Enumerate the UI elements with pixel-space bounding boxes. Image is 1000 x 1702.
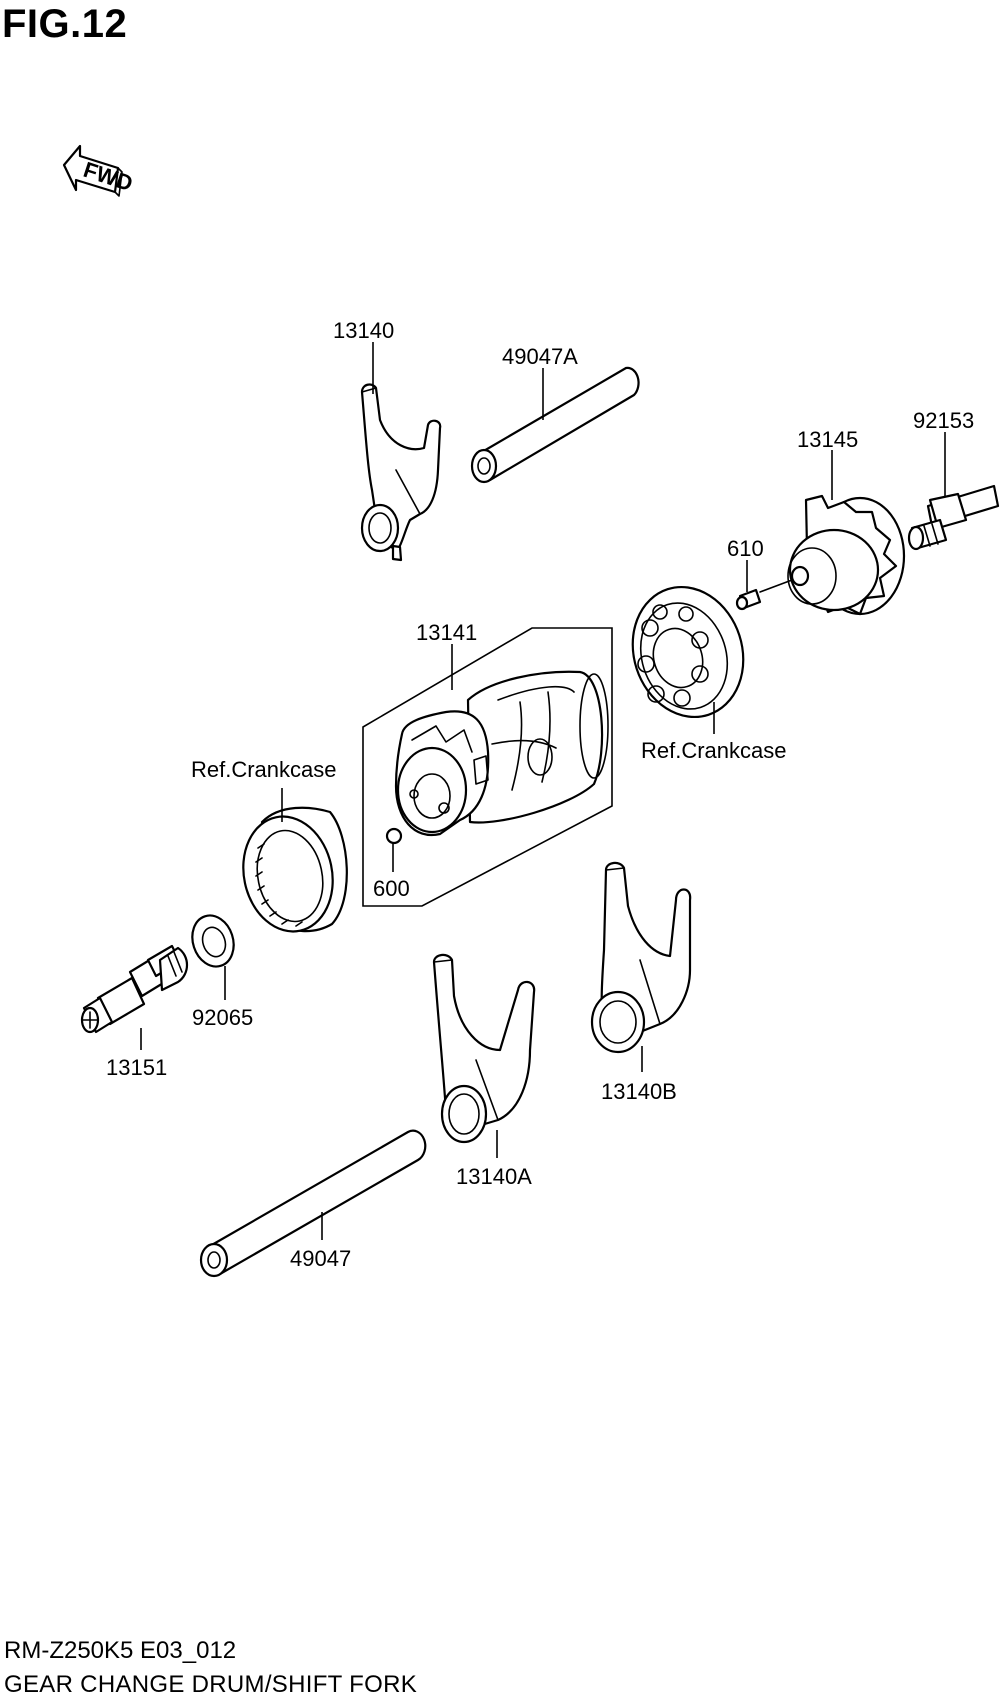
label-ref-crankcase-left: Ref.Crankcase bbox=[191, 757, 337, 782]
label-13140: 13140 bbox=[333, 318, 394, 343]
washer-92065-drawing bbox=[191, 914, 235, 968]
label-49047A: 49047A bbox=[502, 344, 578, 369]
bolt-92153-drawing bbox=[907, 484, 1000, 551]
shift-fork-13140A-drawing bbox=[432, 953, 536, 1144]
label-49047: 49047 bbox=[290, 1246, 351, 1271]
fwd-arrow-icon: FWD bbox=[62, 144, 136, 197]
label-610: 610 bbox=[727, 536, 764, 561]
label-13151: 13151 bbox=[106, 1055, 167, 1080]
figure-title: FIG.12 bbox=[2, 2, 128, 46]
label-13140A: 13140A bbox=[456, 1164, 532, 1189]
drum-box bbox=[362, 627, 613, 907]
shift-fork-13140-drawing bbox=[360, 383, 442, 562]
shaft-49047-drawing bbox=[199, 1129, 427, 1278]
label-13145: 13145 bbox=[797, 427, 858, 452]
shift-fork-13140B-drawing bbox=[590, 861, 692, 1054]
bearing-right-drawing bbox=[631, 585, 745, 719]
footer-figure-name: GEAR CHANGE DRUM/SHIFT FORK bbox=[4, 1671, 418, 1698]
label-ref-crankcase-right: Ref.Crankcase bbox=[641, 738, 787, 763]
switch-13151-drawing bbox=[80, 944, 189, 1034]
label-13140B: 13140B bbox=[601, 1079, 677, 1104]
drum-cam-13145-drawing bbox=[759, 494, 906, 616]
shaft-49047A-drawing bbox=[470, 366, 640, 484]
needle-bearing-left-drawing bbox=[242, 806, 348, 933]
pin-610-drawing bbox=[735, 588, 762, 611]
label-92065: 92065 bbox=[192, 1005, 253, 1030]
ball-600-drawing bbox=[385, 827, 403, 845]
label-600: 600 bbox=[373, 876, 410, 901]
footer-model-code: RM-Z250K5 E03_012 bbox=[4, 1637, 237, 1664]
label-13141: 13141 bbox=[416, 620, 477, 645]
label-92153: 92153 bbox=[913, 408, 974, 433]
gear-change-drum-13141-drawing bbox=[394, 670, 609, 837]
